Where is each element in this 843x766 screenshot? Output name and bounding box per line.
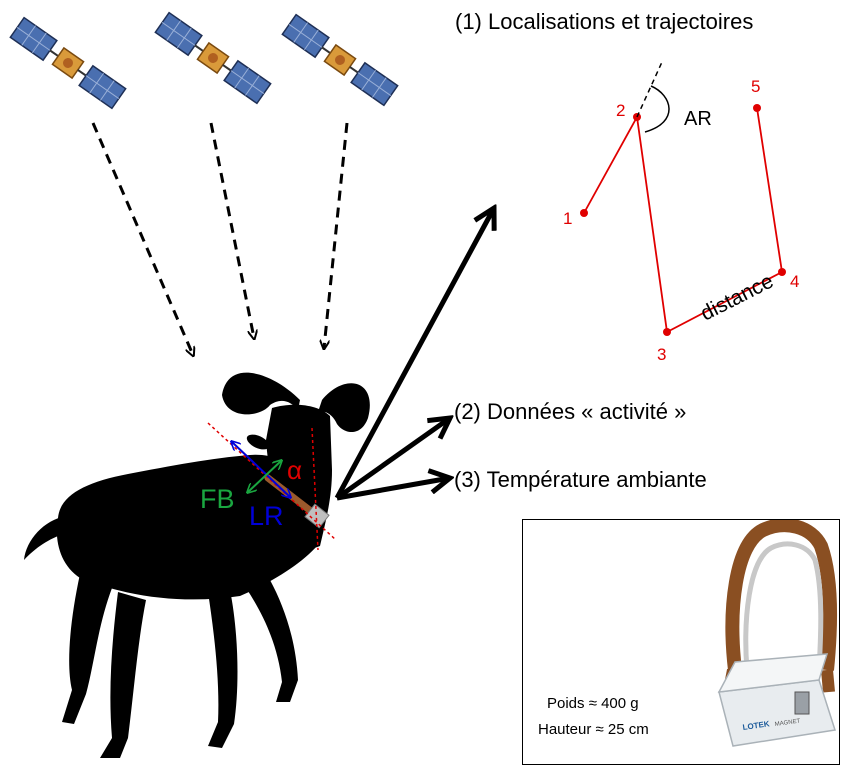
collar-height: Hauteur ≈ 25 cm — [538, 721, 649, 738]
track-point-label: 1 — [563, 209, 573, 228]
satellite-icon — [154, 11, 272, 105]
transmission-arrow-activity — [335, 418, 450, 501]
track-point-1 — [580, 209, 588, 217]
signal-arrow — [209, 122, 254, 338]
turn-angle-label: AR — [684, 108, 712, 130]
trajectory — [580, 61, 786, 336]
vertical-reference-line — [311, 427, 319, 551]
satellite-icon — [281, 13, 399, 107]
collar-model-text: MAGNET — [774, 718, 801, 728]
gps-collar-icon: LOTEK MAGNET — [717, 520, 838, 747]
track-point-3 — [663, 328, 671, 336]
locations-label: (1) Localisations et trajectoires — [455, 9, 754, 34]
collar-weight: Poids ≈ 400 g — [547, 695, 639, 712]
heading-extension-line — [636, 61, 663, 118]
goat-silhouette-icon — [24, 372, 370, 758]
fb-label: FB — [200, 484, 235, 514]
temperature-label: (3) Température ambiante — [454, 467, 707, 492]
activity-label: (2) Données « activité » — [454, 399, 687, 424]
track-point-label: 5 — [751, 77, 761, 96]
transmission-arrow-temperature — [336, 478, 450, 501]
fb-axis-arrow — [248, 461, 281, 492]
collar-box — [304, 503, 330, 529]
track-point-label: 3 — [657, 345, 667, 364]
satellite-icon — [9, 16, 127, 110]
turn-angle-arc — [644, 85, 670, 133]
lr-label: LR — [249, 501, 284, 531]
track-point-label: 2 — [616, 101, 626, 120]
alpha-label: α — [287, 455, 303, 485]
track-point-label: 4 — [790, 272, 800, 291]
track-point-5 — [753, 104, 761, 112]
transmission-arrow-locations — [334, 208, 494, 500]
collar-brand-text: LOTEK — [742, 719, 770, 732]
track-point-4 — [778, 268, 786, 276]
signal-arrow — [91, 122, 193, 355]
signal-arrow — [324, 122, 349, 348]
collar-inset: LOTEK MAGNET Poids ≈ 400 g Hauteur ≈ 25 … — [522, 519, 840, 765]
